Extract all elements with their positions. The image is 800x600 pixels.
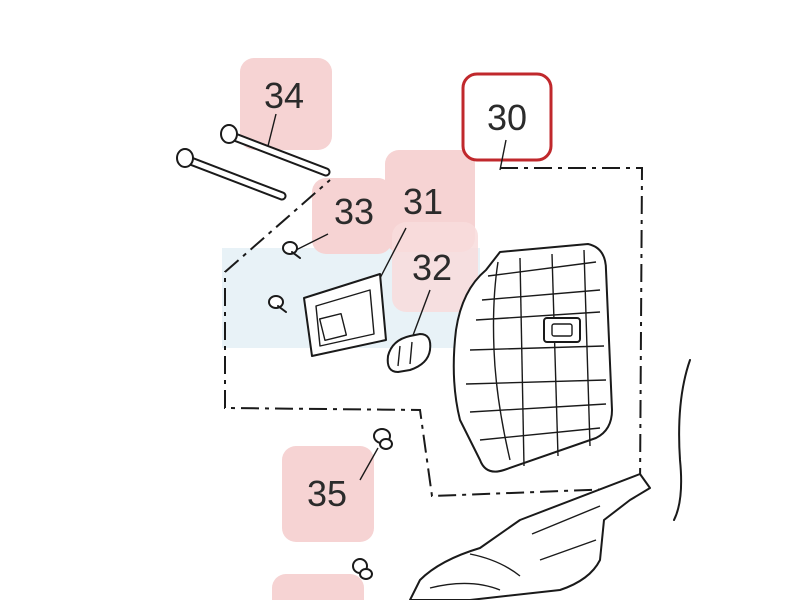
bolt-lower [176,148,287,201]
leader-33 [295,233,329,251]
callout-33-highlight[interactable] [312,178,392,254]
callout-32-highlight[interactable] [392,222,478,312]
heat-shield [409,473,651,600]
screw-lower [268,295,287,313]
callout-34-highlight[interactable] [240,58,332,150]
gasket-plate [303,273,387,357]
muffler-body [452,243,613,473]
callout-33-label: 33 [334,191,374,232]
frame-edge [673,359,691,521]
leader-31 [377,227,407,283]
callout-30-label: 30 [487,97,527,138]
leader-35 [359,447,379,481]
leader-32 [411,289,431,339]
assembly-boundary [224,167,644,498]
bolt-upper [220,124,331,177]
callout-35-highlight[interactable] [282,446,374,542]
leader-34 [267,113,277,147]
callout-32-label: 32 [412,247,452,288]
nut-lower [352,558,373,580]
callout-partial-highlight[interactable] [272,574,364,600]
nut-upper [373,428,393,450]
callout-30-box[interactable] [461,72,553,162]
callout-34-label: 34 [264,75,304,116]
callout-35-label: 35 [307,473,347,514]
screw-upper [282,241,301,259]
callout-31-label: 31 [403,181,443,222]
small-cap [386,333,432,373]
leader-30 [499,139,507,171]
